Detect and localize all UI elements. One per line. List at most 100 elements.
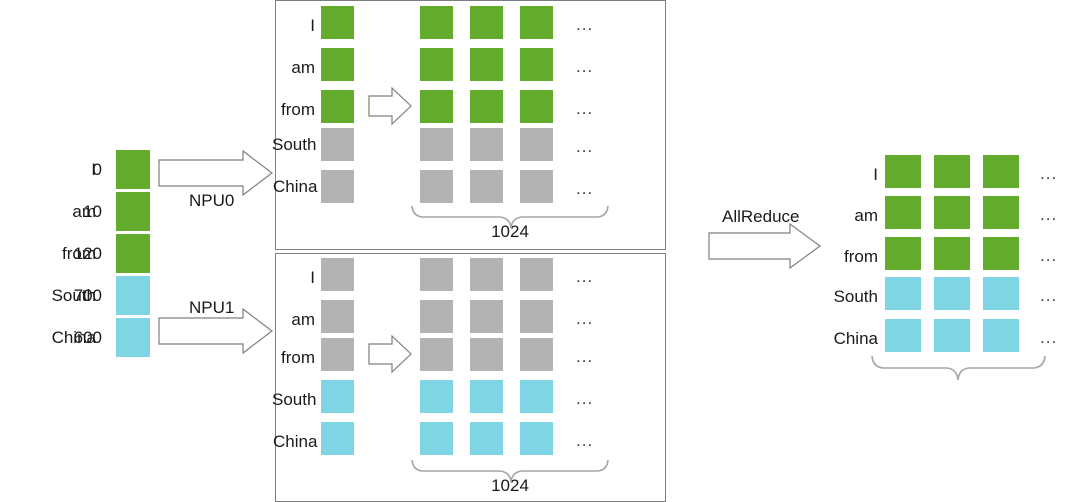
npu0-ellipsis-2: ... <box>576 99 594 118</box>
npu0-row-label-4: China <box>273 177 318 196</box>
npu1-row-label-3: South <box>272 390 317 409</box>
npu1-matrix-cell-r0c0 <box>420 258 453 291</box>
npu1-row-label-0: I <box>310 268 315 287</box>
npu0-matrix-cell-r3c2 <box>520 128 553 161</box>
input-cell-0 <box>116 150 150 189</box>
allreduce-arrow-icon <box>708 222 822 270</box>
npu1-matrix-cell-r3c2 <box>520 380 553 413</box>
npu0-matrix-cell-r4c0 <box>420 170 453 203</box>
result-ellipsis-3: ... <box>1040 286 1058 305</box>
npu1-ellipsis-0: ... <box>576 267 594 286</box>
result-row-label-2: from <box>844 247 878 266</box>
npu1-matrix-cell-r3c0 <box>420 380 453 413</box>
allreduce-arrow-label: AllReduce <box>722 207 800 226</box>
npu1-matrix-cell-r2c1 <box>470 338 503 371</box>
npu0-matrix-cell-r2c1 <box>470 90 503 123</box>
npu0-source-cell-2 <box>321 90 354 123</box>
input-token-label-0: I <box>91 160 96 179</box>
npu0-source-cell-1 <box>321 48 354 81</box>
npu0-matrix-cell-r1c2 <box>520 48 553 81</box>
npu1-ellipsis-2: ... <box>576 347 594 366</box>
result-matrix-cell-r0c0 <box>885 155 921 188</box>
npu0-ellipsis-3: ... <box>576 137 594 156</box>
npu1-matrix-cell-r4c0 <box>420 422 453 455</box>
npu0-width-label: 1024 <box>491 222 529 241</box>
input-id-3: 700 <box>73 286 102 305</box>
result-matrix-cell-r0c1 <box>934 155 970 188</box>
npu1-matrix-cell-r2c0 <box>420 338 453 371</box>
input-cell-1 <box>116 192 150 231</box>
npu0-source-cell-4 <box>321 170 354 203</box>
result-matrix-cell-r2c0 <box>885 237 921 270</box>
result-matrix-cell-r3c2 <box>983 277 1019 310</box>
npu0-matrix-cell-r2c0 <box>420 90 453 123</box>
npu0-row-label-1: am <box>291 58 315 77</box>
result-row-label-4: China <box>833 329 878 348</box>
npu1-matrix-cell-r1c2 <box>520 300 553 333</box>
npu0-matrix-cell-r2c2 <box>520 90 553 123</box>
input-token-label-3: South <box>51 286 96 305</box>
npu1-matrix-cell-r0c2 <box>520 258 553 291</box>
input-id-0: 0 <box>92 160 102 179</box>
npu0-row-label-0: I <box>310 16 315 35</box>
input-token-label-1: am <box>72 202 96 221</box>
result-row-label-1: am <box>854 206 878 225</box>
result-matrix-cell-r4c2 <box>983 319 1019 352</box>
npu1-source-cell-4 <box>321 422 354 455</box>
npu1-row-label-4: China <box>273 432 318 451</box>
npu0-ellipsis-4: ... <box>576 179 594 198</box>
npu1-ellipsis-3: ... <box>576 389 594 408</box>
npu0-arrow-label: NPU0 <box>189 191 235 210</box>
input-id-4: 600 <box>73 328 102 347</box>
result-matrix-cell-r2c1 <box>934 237 970 270</box>
npu0-matrix-cell-r3c1 <box>470 128 503 161</box>
input-cell-3 <box>116 276 150 315</box>
npu1-matrix-cell-r3c1 <box>470 380 503 413</box>
input-id-1: 10 <box>83 202 102 221</box>
npu0-row-label-3: South <box>272 135 317 154</box>
result-matrix-cell-r1c1 <box>934 196 970 229</box>
npu0-matrix-cell-r0c0 <box>420 6 453 39</box>
npu0-ellipsis-0: ... <box>576 15 594 34</box>
npu1-matrix-cell-r4c2 <box>520 422 553 455</box>
result-ellipsis-2: ... <box>1040 246 1058 265</box>
result-matrix-cell-r4c0 <box>885 319 921 352</box>
npu1-matrix-cell-r1c1 <box>470 300 503 333</box>
npu0-matrix-cell-r1c1 <box>470 48 503 81</box>
npu1-matrix-cell-r2c2 <box>520 338 553 371</box>
result-ellipsis-0: ... <box>1040 164 1058 183</box>
npu0-matrix-cell-r3c0 <box>420 128 453 161</box>
npu1-source-cell-3 <box>321 380 354 413</box>
npu1-arrow-label: NPU1 <box>189 298 235 317</box>
input-cell-4 <box>116 318 150 357</box>
result-row-label-0: I <box>873 165 878 184</box>
npu0-arrow-icon <box>158 149 273 197</box>
input-id-2: 120 <box>73 244 102 263</box>
npu1-matrix-cell-r1c0 <box>420 300 453 333</box>
npu0-matrix-cell-r1c0 <box>420 48 453 81</box>
result-matrix-cell-r0c2 <box>983 155 1019 188</box>
npu1-matrix-cell-r4c1 <box>470 422 503 455</box>
input-token-label-2: from <box>62 244 96 263</box>
npu0-source-cell-0 <box>321 6 354 39</box>
result-matrix-cell-r1c2 <box>983 196 1019 229</box>
npu1-source-cell-0 <box>321 258 354 291</box>
npu0-matrix-cell-r4c1 <box>470 170 503 203</box>
result-width-brace <box>871 355 1046 381</box>
input-cell-2 <box>116 234 150 273</box>
result-ellipsis-4: ... <box>1040 328 1058 347</box>
npu1-source-cell-1 <box>321 300 354 333</box>
npu1-source-cell-2 <box>321 338 354 371</box>
npu1-row-label-2: from <box>281 348 315 367</box>
result-matrix-cell-r3c0 <box>885 277 921 310</box>
npu1-ellipsis-1: ... <box>576 309 594 328</box>
result-matrix-cell-r2c2 <box>983 237 1019 270</box>
result-matrix-cell-r1c0 <box>885 196 921 229</box>
result-row-label-3: South <box>833 287 878 306</box>
result-ellipsis-1: ... <box>1040 205 1058 224</box>
npu0-source-cell-3 <box>321 128 354 161</box>
npu0-ellipsis-1: ... <box>576 57 594 76</box>
result-matrix-cell-r3c1 <box>934 277 970 310</box>
result-matrix-cell-r4c1 <box>934 319 970 352</box>
